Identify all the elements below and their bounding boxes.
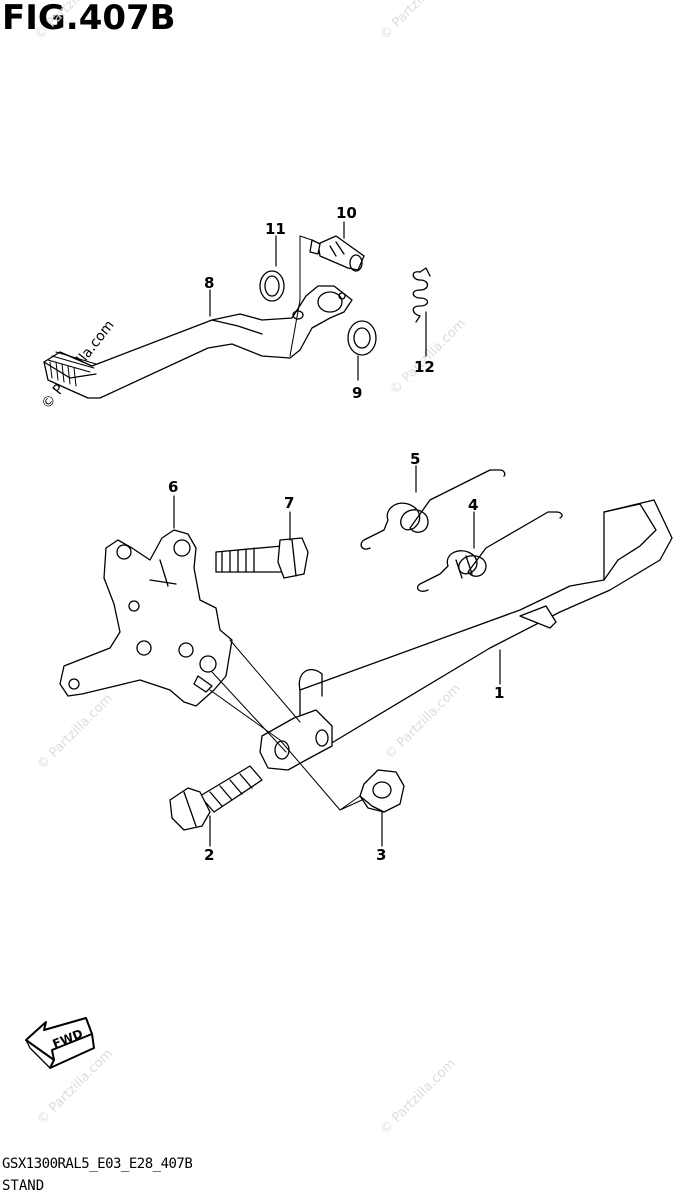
assembly-lines	[209, 235, 363, 811]
fwd-arrow-icon: FWD	[25, 1017, 95, 1069]
figure-name: STAND	[2, 1178, 45, 1194]
callout-4: 4	[468, 496, 478, 514]
figure-title: FIG.407B	[2, 0, 176, 38]
stand-part-1	[298, 499, 673, 753]
spring-part-5	[360, 469, 506, 550]
watermark: © Partzilla.com	[34, 1046, 116, 1128]
callout-6: 6	[168, 478, 178, 496]
callout-labels: 1 2 3 4 5 6 7 8 9 10 11 12	[168, 204, 504, 864]
pin-part-10	[309, 235, 365, 272]
watermark: © Partzilla.com	[34, 691, 116, 773]
circlip-part-11	[259, 270, 285, 302]
callout-1: 1	[494, 684, 504, 702]
watermark: © Partzilla.com	[377, 1056, 459, 1138]
bolt-part-2	[169, 765, 263, 831]
callout-11: 11	[265, 220, 286, 238]
spring-part-4	[416, 511, 563, 592]
nut-part-3	[359, 769, 405, 813]
callout-10: 10	[336, 204, 357, 222]
stand-collar	[259, 709, 333, 771]
watermark: © Partzilla.com	[377, 0, 459, 43]
spring-part-12	[412, 267, 431, 323]
callout-8: 8	[204, 274, 214, 292]
callout-3: 3	[376, 846, 386, 864]
bolt-part-7	[215, 537, 309, 579]
bracket-part-6	[59, 529, 233, 707]
callout-5: 5	[410, 450, 420, 468]
lever-part-8	[43, 285, 353, 399]
figure-code: GSX1300RAL5_E03_E28_407B	[2, 1156, 193, 1172]
watermark: © Partzilla.com	[32, 0, 114, 43]
washer-part-9	[347, 320, 377, 356]
callout-2: 2	[204, 846, 214, 864]
callout-9: 9	[352, 384, 362, 402]
callout-12: 12	[414, 358, 435, 376]
callout-7: 7	[284, 494, 294, 512]
leader-lines	[173, 221, 501, 847]
